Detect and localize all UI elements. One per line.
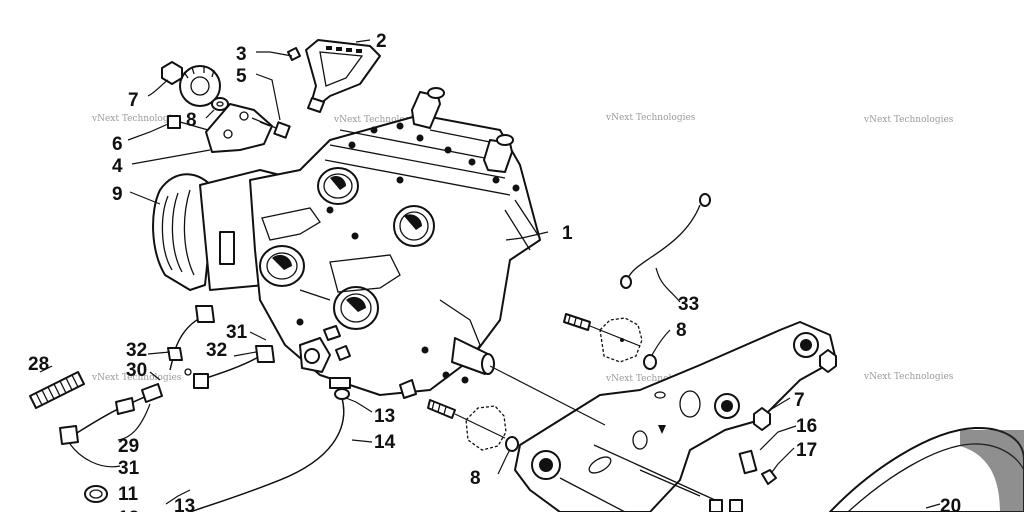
callout-6: 6 [112,134,123,155]
bolt-5 [251,117,291,139]
damper [179,65,221,107]
intake-port-upper-right [393,205,435,247]
spark-plug-cap-left [411,87,445,129]
spark-plug-cap-right [483,134,514,173]
callout-8-mount: 8 [676,320,687,341]
watermark: vNext Technologies [605,374,696,384]
spring-bolt-lower [427,399,506,439]
callout-1: 1 [562,223,573,244]
pulley-bolt-middle [714,393,740,419]
hose-31-32 [59,305,275,445]
hose-13-14 [189,377,351,512]
callout-4: 4 [112,156,123,177]
callout-13-left: 13 [174,496,195,512]
callout-13-right: 13 [374,406,395,427]
watermark: vNext Technologies [91,114,182,124]
callout-20: 20 [940,496,961,512]
nut-7-right [819,349,837,373]
callout-31-upper: 31 [226,322,248,343]
callout-9: 9 [112,184,123,205]
intake-port-upper-left [317,167,359,205]
engine-mount-plate [514,321,837,512]
washer-8-lower [505,436,519,452]
callout-2: 2 [376,31,387,52]
clip-3 [287,47,301,61]
intake-port-lower-left [259,245,305,287]
nut-7-mid [753,407,771,431]
washer-upper [211,97,229,111]
pulley-bolt-upper [793,332,819,358]
callout-32-left: 32 [126,340,147,361]
intake-port-lower-right [333,286,379,330]
spring-bolt-upper [563,313,641,347]
clamp-11 [84,485,108,503]
isolator-lower [465,405,507,451]
callout-17: 17 [796,440,817,461]
callout-8-upper: 8 [186,110,197,131]
callout-labels: 1 2 3 4 5 6 7 7 8 8 8 9 11 12 13 13 14 1… [28,31,961,512]
spring-28 [29,371,85,409]
callout-29: 29 [118,436,139,457]
watermark: vNext Technologies [91,373,182,383]
callout-11: 11 [118,484,139,505]
callout-31-lower: 31 [118,458,140,479]
callout-7-plate: 7 [794,390,805,411]
callout-32-right: 32 [206,340,227,361]
callout-16: 16 [796,416,817,437]
bolt-6 [167,115,209,131]
ground-wire [620,193,711,289]
callout-12: 12 [118,508,139,512]
callout-28: 28 [28,354,49,375]
watermark: vNext Technologies [333,115,424,125]
watermark: vNext Technologies [863,372,954,382]
callout-14: 14 [374,432,396,453]
washer-8-upper [643,354,657,370]
oil-pump [299,325,417,399]
callout-3: 3 [236,44,247,65]
watermark: vNext Technologies [605,113,696,123]
watermark: vNext Technologies [863,115,954,125]
engine-assembly [152,87,606,426]
callout-5: 5 [236,66,247,87]
carry-handle [305,39,381,113]
pto-shaft [451,337,606,426]
callout-33: 33 [678,294,699,315]
callout-7-upper: 7 [128,90,139,111]
mount-bracket [205,103,273,153]
bolt-17 [761,469,777,485]
cylinder-head [324,122,541,251]
callout-8-lower: 8 [470,468,481,489]
isolator-upper [599,317,643,363]
nut-upper-left [161,61,183,85]
pulley-bolt-lower [531,450,561,480]
leader-lines [39,39,941,509]
callout-30: 30 [126,360,147,381]
drive-belt [829,426,1024,512]
